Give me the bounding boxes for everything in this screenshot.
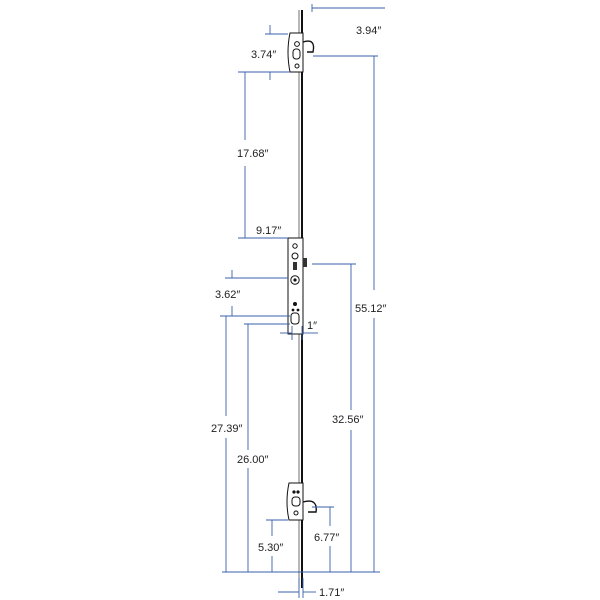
dim-overall: 55.12″ — [313, 55, 387, 572]
bottom-hook-plate — [286, 482, 317, 521]
label-center-top: 9.17″ — [256, 225, 281, 237]
label-backset: 1″ — [307, 320, 317, 332]
label-bottom-hook: 5.30″ — [258, 542, 283, 554]
label-center-bottom: 27.39″ — [211, 423, 243, 435]
dim-bottom-hook-height: 6.77″ — [312, 506, 339, 572]
label-bottom-hook-height: 6.77″ — [314, 532, 339, 544]
label-top-offset: 3.94″ — [356, 25, 381, 37]
dim-bottom-offset: 1.71″ — [278, 578, 344, 599]
label-lower-span: 26.00″ — [237, 454, 269, 466]
dim-center-bottom: 27.39″ — [211, 315, 290, 572]
label-spindle-height: 32.56″ — [332, 414, 364, 426]
dim-center-top: 9.17″ — [256, 225, 281, 237]
label-center-spindle: 3.62″ — [215, 289, 240, 301]
label-upper-span: 17.68″ — [237, 148, 269, 160]
dim-top-hook: 3.74″ — [251, 25, 288, 80]
top-hook-plate — [287, 32, 315, 73]
label-bottom-offset: 1.71″ — [319, 587, 344, 599]
label-overall: 55.12″ — [355, 303, 387, 315]
dim-center-spindle: 3.62″ — [215, 270, 288, 316]
dim-backset: 1″ — [280, 320, 318, 340]
label-top-hook: 3.74″ — [251, 49, 276, 61]
dim-top-offset: 3.94″ — [311, 4, 385, 37]
dim-spindle-height: 32.56″ — [312, 263, 364, 572]
dim-upper-span: 17.68″ — [237, 71, 290, 239]
dim-bottom-hook: 5.30″ — [258, 519, 288, 572]
center-gearbox — [287, 237, 307, 335]
dim-lower-span: 26.00″ — [237, 323, 290, 572]
